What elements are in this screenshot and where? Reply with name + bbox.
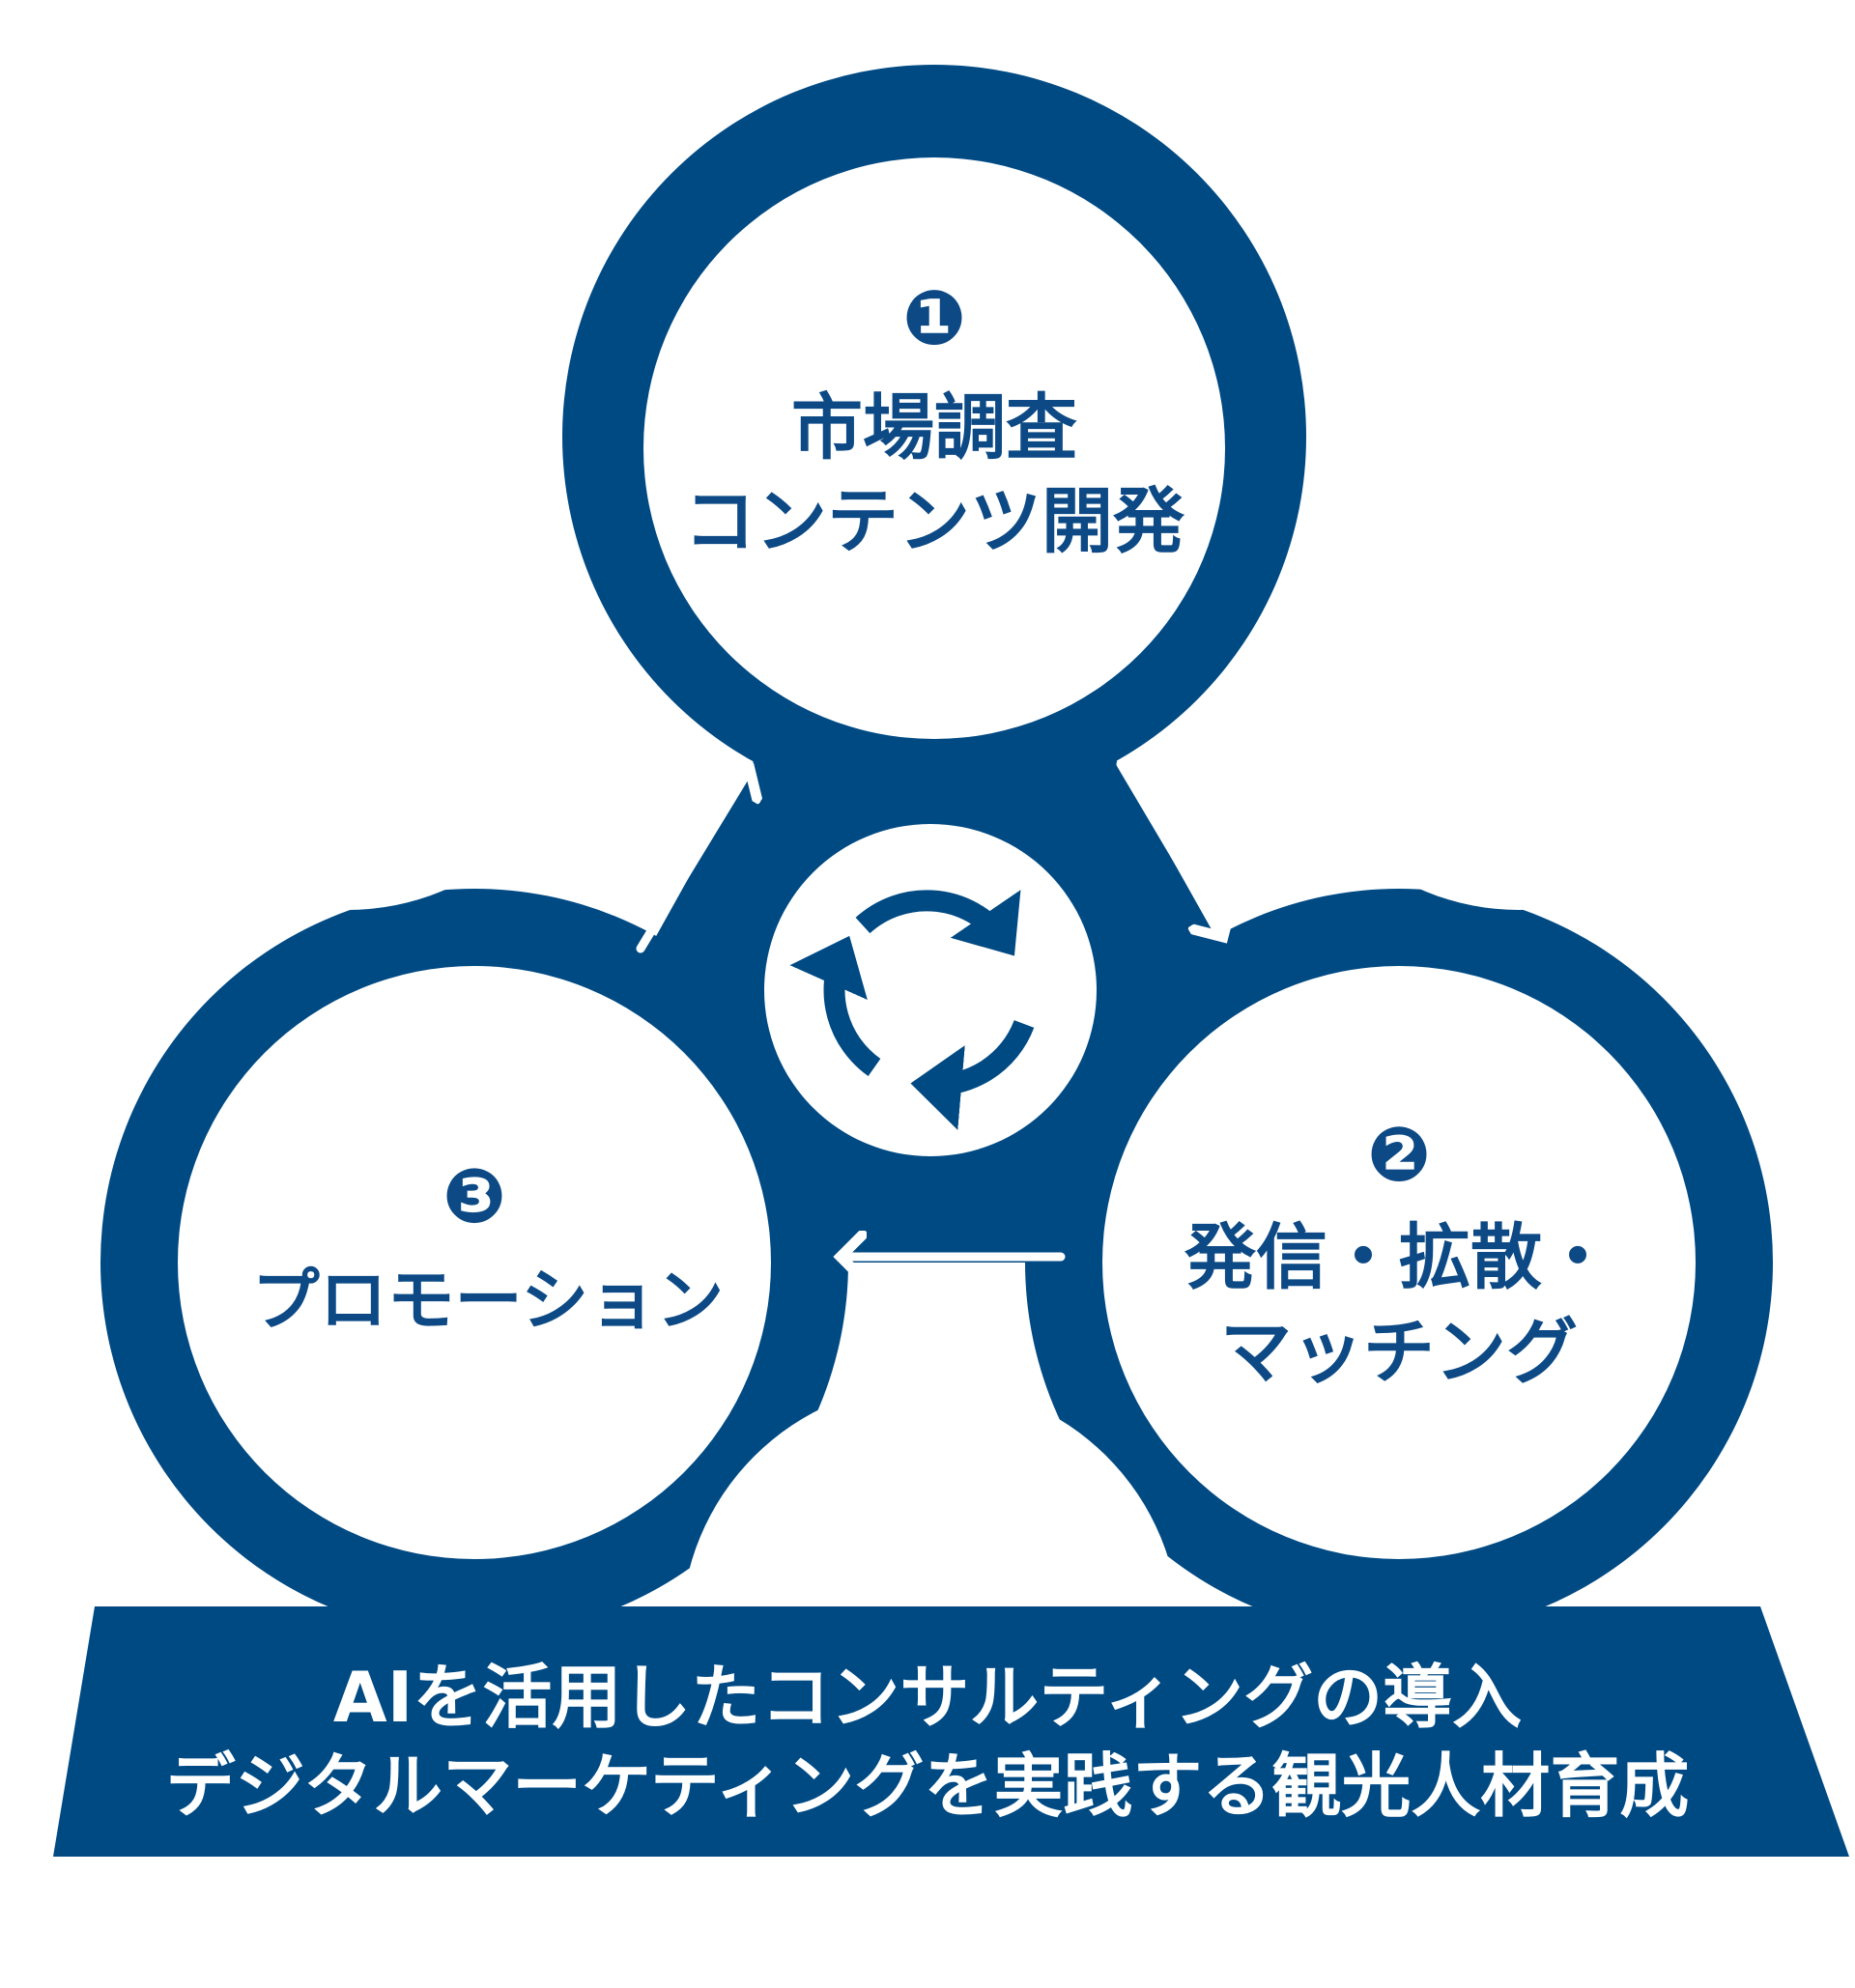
arrow-3-to-1-icon <box>636 769 750 953</box>
cycle-arrows-icon <box>789 890 1035 1130</box>
step-3-number: ❸ <box>442 1153 506 1240</box>
step-2-circle <box>1102 966 1696 1559</box>
center-circle <box>764 824 1097 1156</box>
flow-arrows <box>636 759 1223 1257</box>
step-2-number: ❷ <box>1367 1112 1431 1199</box>
arrow-1-to-2-icon <box>1116 759 1223 937</box>
base-text-line-1: AIを活用したコンサルティングの導入 <box>333 1657 1522 1738</box>
step-1-label-line-2: コンテンツ開発 <box>684 480 1185 563</box>
step-1-circle <box>643 157 1225 739</box>
step-2-label-line-1: 発信・拡散・ <box>1184 1216 1613 1299</box>
step-3-label-line-1: プロモーション <box>252 1261 725 1340</box>
base-banner <box>53 1606 1849 1857</box>
step-3-circle <box>178 966 771 1559</box>
base-text-line-2: デジタルマーケティングを実践する観光人材育成 <box>166 1746 1690 1827</box>
step-2-label-line-2: マッチング <box>1220 1311 1578 1394</box>
step-1-label-line-1: 市場調査 <box>791 386 1077 469</box>
step-1-number: ❶ <box>902 275 966 362</box>
